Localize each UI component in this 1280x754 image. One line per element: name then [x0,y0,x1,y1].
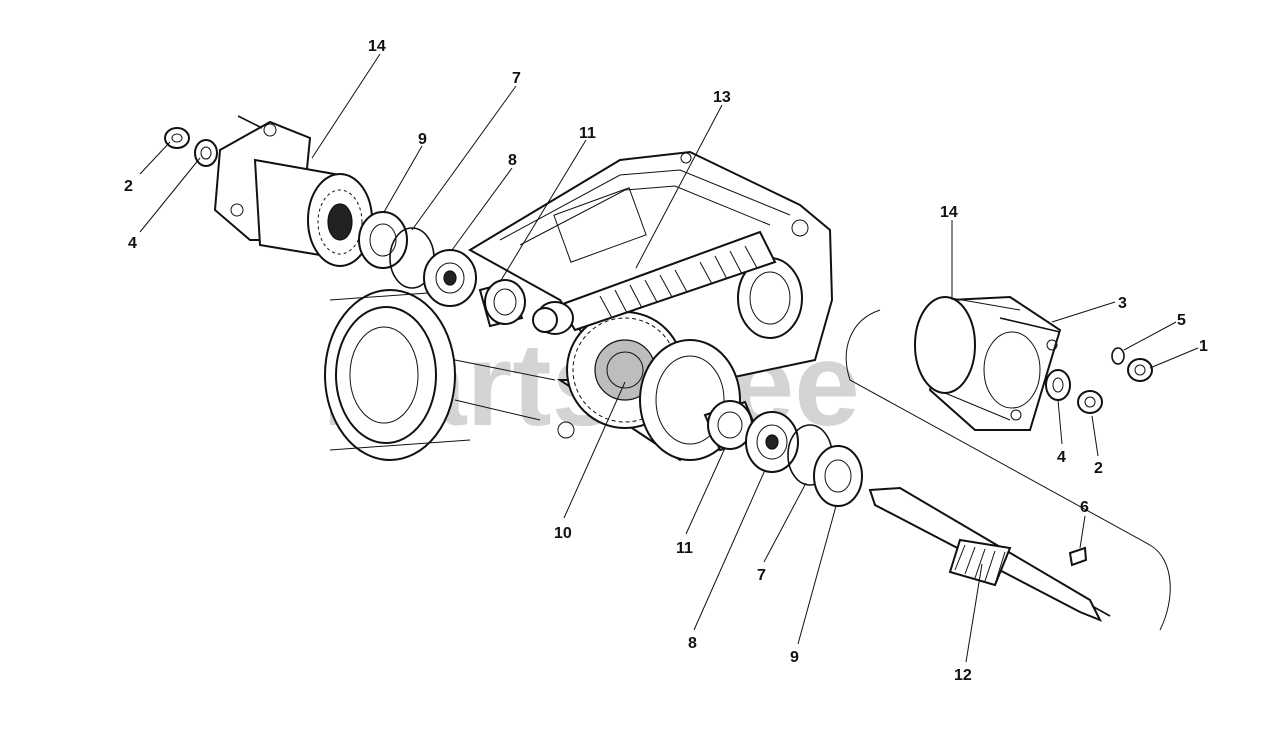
right-nut-2 [1077,390,1103,414]
callout-2-right: 2 [1094,460,1103,477]
callout-14-right: 14 [940,204,958,221]
callout-7-bottom: 7 [757,567,766,584]
callout-5: 5 [1177,312,1186,329]
right-housing [914,295,1062,431]
left-nut [164,127,190,149]
callout-1: 1 [1199,338,1208,355]
key-6 [1068,546,1088,567]
output-shaft [868,486,1111,622]
callout-9-bottom: 9 [790,649,799,666]
callout-11-top: 11 [579,125,596,142]
left-housing [213,115,373,267]
bearing-9-bottom [813,445,863,507]
lock-washer [1111,347,1125,365]
bearing-9-top [358,211,408,269]
callout-4-right: 4 [1057,449,1066,466]
callout-labels: 14 7 13 11 9 8 2 4 14 3 5 1 4 2 6 10 11 … [124,38,1208,684]
flange-ring [324,289,556,461]
left-washer [194,139,218,167]
callout-10: 10 [554,525,572,542]
callout-14-top: 14 [368,38,386,55]
callout-12: 12 [954,667,972,684]
callout-11-bottom: 11 [676,540,693,557]
assembly-bracket [845,309,1171,631]
bearing-8-top [423,249,477,307]
callout-2-left: 2 [124,178,133,195]
callout-13: 13 [713,89,731,106]
callout-3: 3 [1118,295,1127,312]
callout-8-top: 8 [508,152,517,169]
callout-4-left: 4 [128,235,137,252]
callout-6: 6 [1080,499,1089,516]
callout-8-bottom: 8 [688,635,697,652]
worm-shaft [532,230,777,335]
callout-7-top: 7 [512,70,521,87]
right-washer [1045,369,1071,401]
bearing-8-bottom [745,411,799,473]
callout-9-top: 9 [418,131,427,148]
needle-bearing-11-top [478,279,526,328]
right-nut-1 [1127,358,1153,382]
leader-lines [139,53,1199,663]
